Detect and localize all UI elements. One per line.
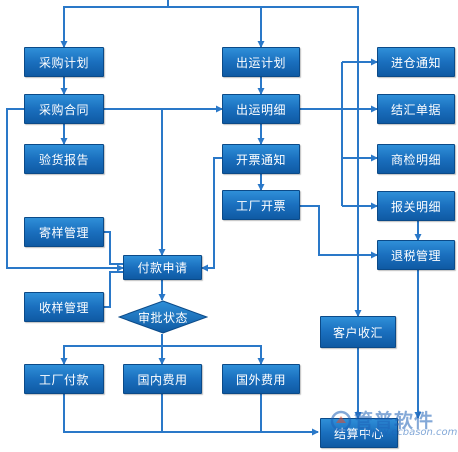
warehouse-notice-box: 进仓通知 — [377, 47, 455, 77]
inspection-detail-box: 商检明细 — [377, 144, 455, 174]
connector-top-bar — [60, 0, 169, 48]
invoice-notice-box: 开票通知 — [222, 144, 300, 174]
payment-request-box: 付款申请 — [123, 255, 202, 280]
shipping-plan-box: 出运计划 — [222, 47, 300, 77]
exchange-docs-box: 结汇单据 — [377, 94, 455, 124]
connector-approval-to-foreign — [162, 345, 265, 365]
sample-send-box: 寄样管理 — [24, 217, 104, 247]
foreign-fees-box: 国外费用 — [222, 364, 300, 394]
shipping-detail-box: 出运明细 — [222, 94, 300, 124]
connector-top-to-customer-receipt — [261, 6, 362, 317]
brand-logo-icon — [330, 410, 352, 432]
connector-sample-receive-to-payment — [104, 271, 123, 308]
approval-diamond-shape — [118, 300, 208, 334]
connector-fees-to-settlement — [63, 394, 319, 436]
customs-detail-box: 报关明细 — [377, 191, 455, 221]
inspection-report-box: 验货报告 — [24, 144, 104, 174]
customer-receipt-box: 客户收汇 — [320, 316, 396, 348]
approval-status-label: 审批状态 — [137, 310, 188, 325]
brand-watermark: 管普软件 www.ecbason.com — [330, 404, 458, 444]
factory-payment-box: 工厂付款 — [24, 364, 104, 394]
connector-contract-to-payment — [6, 108, 124, 272]
purchase-contract-box: 采购合同 — [24, 94, 104, 124]
connector-factory-invoice-to-tax — [300, 205, 378, 259]
approval-status-diamond: 审批状态 — [118, 300, 208, 334]
watermark-site-text: www.ecbason.com — [364, 427, 458, 438]
purchase-plan-box: 采购计划 — [24, 47, 104, 77]
domestic-fees-box: 国内费用 — [123, 364, 202, 394]
connector-sample-send-to-payment — [104, 231, 123, 265]
connector-approval-branches — [60, 334, 163, 365]
watermark-brand-text: 管普软件 — [354, 410, 435, 432]
factory-invoice-box: 工厂开票 — [222, 190, 300, 220]
connector-invoice-notice-to-payment — [201, 157, 222, 272]
tax-refund-box: 退税管理 — [377, 240, 455, 270]
connector-top-to-shipping-plan — [168, 6, 265, 48]
sample-receive-box: 收样管理 — [24, 292, 104, 322]
